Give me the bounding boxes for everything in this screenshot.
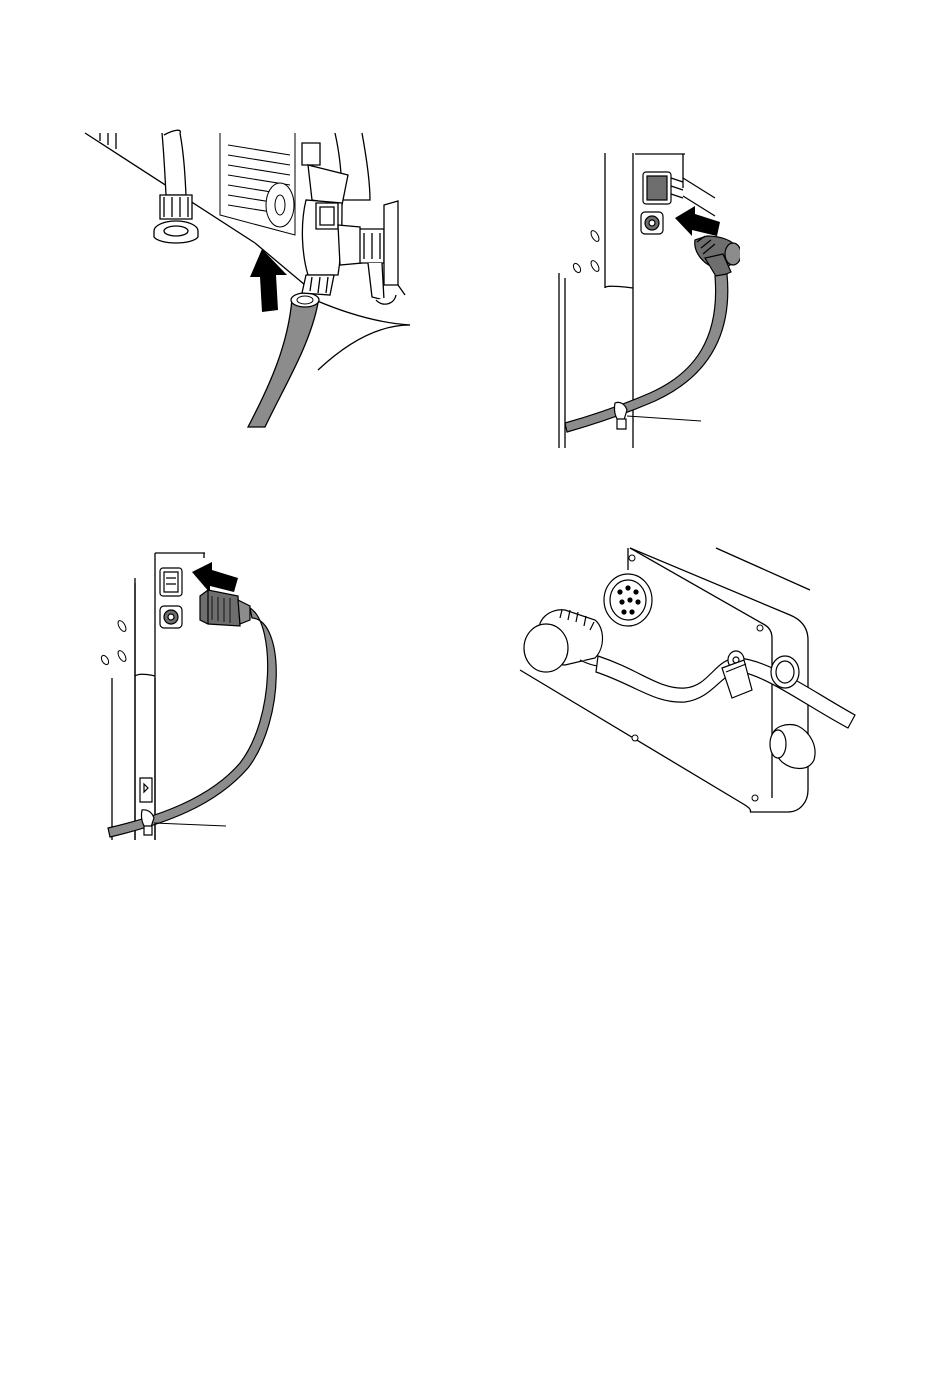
cable [108, 608, 276, 837]
mounting-slots [572, 229, 601, 274]
cooler-fins [220, 133, 295, 235]
insertion-arrow-left [192, 562, 238, 593]
insertion-arrow-left [675, 206, 720, 236]
cable-clamp [141, 810, 154, 835]
angled-plug [695, 236, 740, 278]
rect-socket [643, 172, 715, 216]
rect-socket [160, 568, 182, 596]
cable [565, 274, 728, 432]
mounting-slots [100, 619, 128, 666]
multipin-socket [604, 574, 652, 626]
figure-angled-plug-drawing [555, 148, 740, 448]
round-socket [160, 606, 182, 628]
cable-gland [771, 656, 799, 688]
figure-rect-plug-drawing [100, 548, 285, 840]
round-plug [524, 610, 608, 672]
figure-rect-plug-to-socket [100, 548, 285, 840]
figure-connected-cable-drawing [510, 540, 860, 820]
cable-clamp [614, 402, 627, 429]
figure-angled-plug-to-socket [555, 148, 740, 448]
figure-hose-to-valve-drawing [80, 125, 410, 430]
clamp-callout-line [154, 823, 226, 826]
hose [248, 293, 319, 427]
cabinet-edge [112, 553, 205, 840]
rect-plug [200, 590, 250, 626]
insertion-arrow-up [250, 249, 287, 312]
clamp-callout-line [627, 416, 701, 421]
figure-connected-cable-with-clamp [510, 540, 860, 820]
round-socket [641, 212, 663, 234]
left-pipe [154, 130, 198, 243]
figure-hose-to-valve [80, 125, 410, 430]
valve-coupling [302, 275, 334, 295]
wall-bracket [140, 778, 152, 802]
